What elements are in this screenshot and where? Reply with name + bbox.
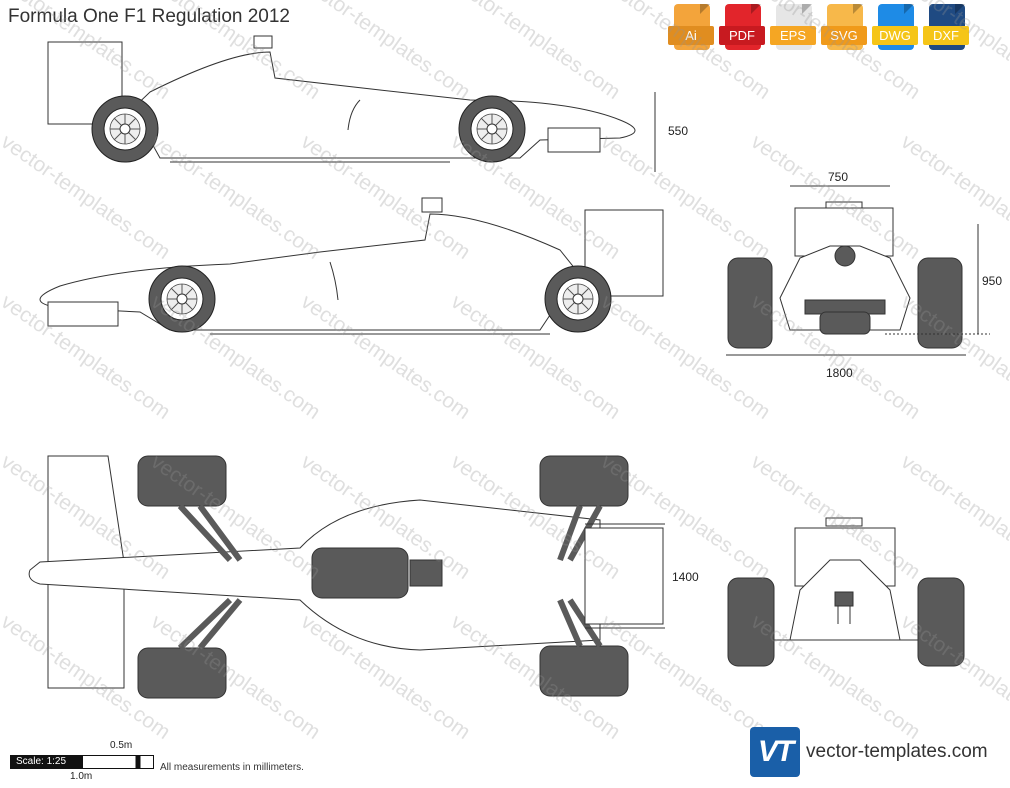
brand[interactable]: VT vector-templates.com [750,727,988,777]
brand-url[interactable]: vector-templates.com [806,741,988,762]
side-view-left [39,197,664,335]
format-label: SVG [821,26,867,45]
left-tire [727,257,773,349]
front-view [726,185,990,356]
format-pdf[interactable]: PDF [719,4,765,52]
left-tire [727,577,775,667]
format-label: PDF [719,26,765,45]
format-icons: Ai PDF EPS SVG DWG DXF [668,4,969,52]
format-label: EPS [770,26,816,45]
cockpit-intake [421,197,443,213]
page-title: Formula One F1 Regulation 2012 [8,6,290,27]
dim-front-height: 950 [982,274,1003,288]
rear-wheel [91,95,159,163]
rear-left-tire [539,455,629,507]
format-label: Ai [668,26,714,45]
rear-right-tire [539,645,629,697]
front-left-tire [137,455,227,507]
side-view-right [47,35,656,172]
rear-wheel [544,265,612,333]
nose-plate [47,301,119,327]
measurement-note: All measurements in millimeters. [160,762,304,773]
cockpit [311,547,409,599]
format-eps[interactable]: EPS [770,4,816,52]
right-tire [917,257,963,349]
scale-label: Scale: 1:25 [10,755,82,769]
front-wheel [148,265,216,333]
dim-front-track: 750 [828,170,849,184]
nose-plate [547,127,601,153]
format-label: DXF [923,26,969,45]
dim-top-width: 1400 [672,570,699,584]
rear-wing [584,527,664,625]
front-wheel [458,95,526,163]
dim-front-width: 1800 [826,366,853,380]
format-ai[interactable]: Ai [668,4,714,52]
scale-full-label: 1.0m [70,771,93,782]
format-dxf[interactable]: DXF [923,4,969,52]
format-label: DWG [872,26,918,45]
top-view [28,455,665,699]
right-tire [917,577,965,667]
scale-half-label: 0.5m [110,740,133,751]
dim-side-height: 550 [668,124,689,138]
side-body [39,213,602,331]
format-dwg[interactable]: DWG [872,4,918,52]
cockpit-intake [253,35,273,49]
scale-ruler [82,755,154,769]
front-right-tire [137,647,227,699]
brand-logo: VT [750,727,800,777]
rear-view [727,517,965,667]
format-svg[interactable]: SVG [821,4,867,52]
